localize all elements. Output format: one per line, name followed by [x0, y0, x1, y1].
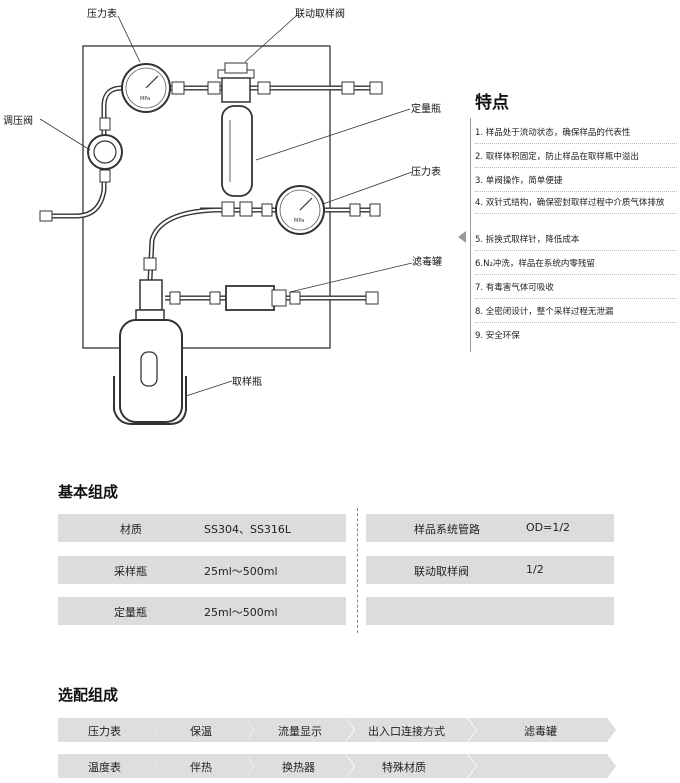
basic-value: 25ml～500ml — [204, 606, 278, 619]
basic-row-right: 样品系统管路 OD=1/2 — [366, 514, 614, 542]
label-pressure-gauge-right: 压力表 — [411, 167, 441, 178]
feature-item: 8. 全密闭设计，整个采样过程无泄漏 — [475, 307, 677, 323]
feature-item: 6.N₂冲洗，样品在系统内零残留 — [475, 259, 677, 275]
dosing-bottle-icon — [221, 105, 253, 197]
basic-value: 1/2 — [526, 563, 544, 576]
filter-tank-icon — [225, 285, 275, 311]
label-dosing-bottle: 定量瓶 — [411, 104, 441, 115]
optional-item: 伴热 — [150, 754, 254, 778]
basic-divider — [357, 508, 358, 633]
optional-item: 压力表 — [58, 718, 158, 742]
basic-key: 样品系统管路 — [414, 523, 480, 536]
label-sample-bottle: 取样瓶 — [232, 377, 262, 388]
optional-item: 滤毒罐 — [468, 718, 616, 742]
feature-item: 9. 安全环保 — [475, 331, 520, 341]
feature-item: 4. 双针式结构，确保密封取样过程中介质气体排放 — [475, 198, 677, 214]
optional-item: 换热器 — [246, 754, 354, 778]
diagram-drawing: MPa MPa — [39, 15, 413, 425]
basic-row-right: 联动取样阀 1/2 — [366, 556, 614, 584]
basic-row-left: 材质 SS304、SS316L — [58, 514, 346, 542]
basic-key: 定量瓶 — [114, 606, 147, 619]
features-title: 特点 — [475, 93, 509, 113]
features-pointer — [458, 231, 466, 243]
optional-item: 出入口连接方式 — [346, 718, 476, 742]
sampling-system-diagram: MPa MPa — [0, 0, 470, 440]
basic-value: SS304、SS316L — [204, 523, 292, 536]
optional-item: 流量显示 — [246, 718, 354, 742]
linked-sampling-valve-icon — [221, 77, 251, 103]
basic-row-left: 采样瓶 25ml～500ml — [58, 556, 346, 584]
basic-key: 采样瓶 — [114, 565, 147, 578]
feature-item: 5. 拆换式取样针，降低成本 — [475, 235, 677, 251]
basic-value: 25ml～500ml — [204, 565, 278, 578]
basic-key: 材质 — [120, 523, 142, 536]
optional-item: 特殊材质 — [346, 754, 476, 778]
basic-row-left: 定量瓶 25ml～500ml — [58, 597, 346, 625]
feature-item: 2. 取样体积固定，防止样品在取样瓶中溢出 — [475, 152, 677, 168]
basic-composition-title: 基本组成 — [58, 483, 119, 501]
label-filter-tank: 滤毒罐 — [412, 257, 442, 268]
basic-key: 联动取样阀 — [414, 565, 469, 578]
basic-row-right-empty — [366, 597, 614, 625]
optional-item: 温度表 — [58, 754, 158, 778]
label-regulator: 调压阀 — [3, 116, 33, 127]
optional-composition-title: 选配组成 — [58, 686, 119, 704]
feature-item: 7. 有毒害气体可吸收 — [475, 283, 677, 299]
feature-item: 1. 样品处于流动状态，确保样品的代表性 — [475, 128, 677, 144]
optional-item: 保温 — [150, 718, 254, 742]
optional-item-empty — [468, 754, 616, 778]
label-pressure-gauge-top: 压力表 — [87, 9, 117, 20]
gauge-unit-top: MPa — [140, 96, 150, 102]
feature-item: 3. 单阀操作，简单便捷 — [475, 176, 677, 192]
basic-value: OD=1/2 — [526, 521, 571, 534]
label-linked-sampling-valve: 联动取样阀 — [295, 9, 345, 20]
gauge-unit-right: MPa — [294, 218, 304, 224]
features-box — [470, 118, 680, 352]
